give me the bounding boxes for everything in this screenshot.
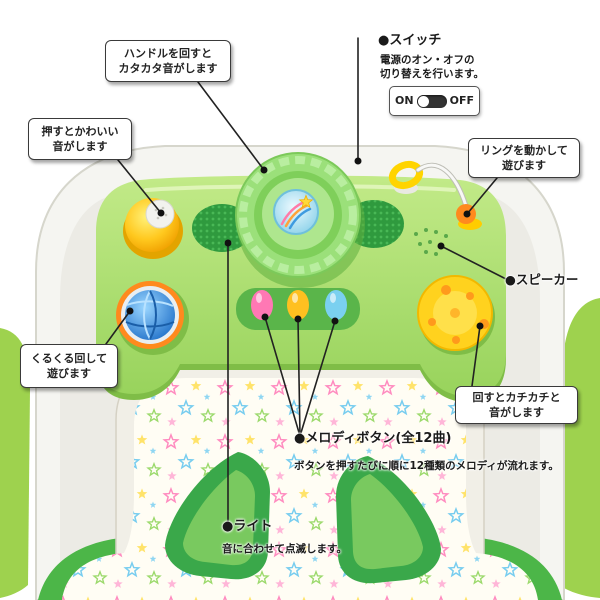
- speaker-grille: [414, 228, 448, 256]
- callout-dot-switch: [354, 157, 362, 165]
- ring-toy: [388, 160, 482, 230]
- left-side-tray: [0, 328, 30, 598]
- callout-dot-melody-pink: [261, 313, 269, 321]
- speaker-hole: [428, 240, 432, 244]
- speaker-hole: [424, 228, 428, 232]
- spin-ball-segment: [126, 300, 174, 307]
- push-dome-cap-dot: [161, 206, 165, 210]
- callout-dot-melody-yellow: [294, 315, 302, 323]
- click-dial-knob: [452, 336, 460, 344]
- callout-line-ring: [466, 177, 498, 215]
- spin-ball: [116, 281, 189, 355]
- melody-title: ●メロディボタン(全12曲): [294, 431, 452, 446]
- steering-wheel-grip: [239, 156, 357, 274]
- callout-push-line2: 音がします: [52, 140, 108, 153]
- push-dome-cap-dot: [156, 216, 160, 220]
- callout-handle: ハンドルを回すと カタカタ音がします: [105, 40, 231, 82]
- speaker-hole: [424, 250, 428, 254]
- click-dial-knob: [441, 285, 451, 295]
- click-dial: [417, 275, 495, 355]
- speaker-title: ●スピーカー: [505, 272, 579, 287]
- click-dial-knob: [428, 318, 436, 326]
- spin-ball-segment: [125, 321, 175, 328]
- steering-wheel: [235, 152, 365, 288]
- push-dome-cap-dot: [154, 208, 158, 212]
- callout-spin-line2: 遊びます: [47, 367, 91, 380]
- callout-line-speaker: [440, 245, 507, 280]
- leg-hole-right-opening: [351, 474, 423, 570]
- melody-button-shine: [292, 293, 298, 303]
- callout-dot-push: [157, 209, 165, 217]
- melody-description: ボタンを押すたびに順に12種類のメロディが流れます。: [294, 460, 559, 472]
- callout-push-line1: 押すとかわいい: [41, 125, 119, 138]
- callout-dot-spin: [126, 307, 134, 315]
- switch-description-line1: 電源のオン・オフの: [380, 54, 475, 66]
- click-dial-knob: [466, 292, 474, 300]
- switch-on-label: ON: [395, 94, 414, 107]
- callout-ring: リングを動かして 遊びます: [468, 138, 580, 178]
- spin-ball-body: [125, 290, 175, 340]
- speaker-hole: [414, 232, 418, 236]
- callout-ring-line1: リングを動かして: [480, 144, 568, 157]
- callout-line-spin: [105, 310, 131, 345]
- callout-line-handle: [197, 81, 265, 171]
- toggle-knob: [417, 95, 429, 107]
- leg-hole-right: [336, 456, 441, 584]
- push-dome-cap-dot: [164, 213, 168, 217]
- callout-dot-melody-blue: [331, 317, 339, 325]
- callout-line-dial: [471, 325, 481, 387]
- callout-handle-line2: カタカタ音がします: [118, 62, 218, 75]
- callout-dot-handle: [260, 166, 268, 174]
- light-description: 音に合わせて点滅します。: [222, 543, 347, 555]
- leg-hole-left: [165, 452, 270, 580]
- speaker-hole: [434, 252, 438, 256]
- wheel-rainbow-orange: [284, 203, 310, 228]
- callout-lines: [105, 37, 507, 522]
- callout-dial-line1: 回すとカチカチと: [472, 391, 561, 404]
- callout-dial-line2: 音がします: [489, 406, 544, 419]
- toggle-icon: [416, 94, 447, 108]
- power-switch-graphic: ON OFF: [389, 86, 480, 116]
- speaker-hole: [444, 234, 448, 238]
- callout-handle-line1: ハンドルを回すと: [124, 47, 212, 60]
- callout-line-melody-pink: [264, 316, 301, 437]
- callout-dots: [126, 157, 484, 330]
- switch-description-line2: 切り替えを行います。: [380, 68, 484, 80]
- callout-line-melody-yellow: [297, 318, 301, 437]
- switch-title: ●スイッチ: [378, 33, 442, 48]
- callout-dot-speaker: [437, 242, 445, 250]
- melody-button-shine: [256, 293, 262, 303]
- spin-ball-segment: [143, 290, 151, 340]
- callout-dot-light: [224, 239, 232, 247]
- callout-push: 押すとかわいい 音がします: [28, 118, 132, 160]
- speaker-hole: [434, 230, 438, 234]
- melody-button-blue: [325, 290, 347, 320]
- wheel-rainbow-blue: [288, 207, 312, 230]
- callout-spin-line1: くるくる回して: [30, 352, 108, 365]
- click-dial-center: [450, 308, 460, 318]
- callout-dial: 回すとカチカチと 音がします: [455, 386, 578, 424]
- right-side-tray: [562, 298, 600, 598]
- spin-ball-segment: [149, 290, 157, 340]
- callout-line-push: [117, 159, 162, 214]
- melody-button-shine: [330, 293, 336, 303]
- ring-toy-wire: [416, 163, 468, 208]
- speaker-hole: [418, 242, 422, 246]
- light-title: ●ライト: [222, 519, 273, 534]
- callout-dot-ring: [463, 210, 471, 218]
- callout-line-melody-blue: [299, 320, 336, 437]
- callout-spin: くるくる回して 遊びます: [20, 344, 118, 388]
- callout-ring-line2: 遊びます: [502, 159, 546, 172]
- callout-dot-dial: [476, 322, 484, 330]
- leg-hole-left-opening: [183, 470, 255, 566]
- switch-off-label: OFF: [449, 94, 474, 107]
